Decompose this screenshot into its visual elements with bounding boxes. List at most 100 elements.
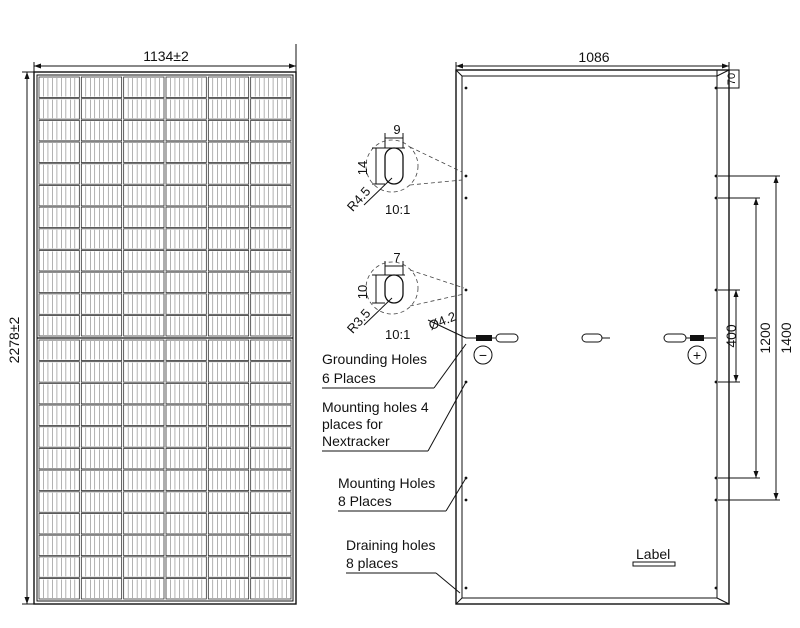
- solar-cell: [165, 119, 207, 142]
- front-view: 1134±2 2278±2: [6, 44, 297, 605]
- solar-cell: [207, 556, 250, 578]
- detail-bottom-height: 10: [355, 285, 370, 299]
- solar-cell: [165, 141, 207, 163]
- solar-cell: [165, 448, 207, 470]
- label-text: Label: [636, 546, 670, 562]
- solar-cell: [165, 250, 207, 272]
- grounding-hole-diameter: Ø4.2: [426, 309, 458, 333]
- solar-cell: [38, 513, 80, 535]
- solar-cell: [207, 185, 250, 207]
- solar-cell: [123, 228, 165, 250]
- solar-cell: [165, 98, 207, 120]
- solar-cell: [250, 141, 292, 163]
- solar-cell: [165, 76, 207, 98]
- solar-cell: [80, 382, 123, 405]
- solar-cell: [80, 293, 123, 315]
- detail-bottom-scale: 10:1: [385, 327, 410, 342]
- callout-grounding-line2: 6 Places: [322, 370, 376, 386]
- detail-bottom-slot: 7 10 R3.5 10:1 Ø4.2: [344, 250, 467, 342]
- solar-cell: [165, 185, 207, 207]
- solar-cell: [38, 534, 80, 557]
- solar-cell: [207, 404, 250, 426]
- dim-1200-label: 1200: [757, 322, 773, 353]
- solar-cell: [165, 228, 207, 250]
- solar-cell: [123, 448, 165, 470]
- solar-cell: [250, 250, 292, 272]
- solar-cell: [165, 315, 207, 337]
- solar-cell: [123, 98, 165, 120]
- solar-cell: [250, 469, 292, 491]
- solar-cells: [38, 76, 292, 600]
- solar-cell: [123, 141, 165, 163]
- solar-cell: [207, 513, 250, 535]
- solar-cell: [38, 361, 80, 383]
- solar-cell: [123, 556, 165, 578]
- rear-view: 1086 70 1400 1200: [455, 49, 794, 605]
- solar-cell: [123, 315, 165, 337]
- solar-cell: [80, 339, 123, 361]
- solar-cell: [38, 339, 80, 361]
- solar-cell: [207, 426, 250, 448]
- callout-mounting-line1: Mounting Holes: [338, 475, 435, 491]
- solar-cell: [165, 271, 207, 294]
- solar-cell: [250, 426, 292, 448]
- callout-nextracker-line3: Nextracker: [322, 433, 390, 449]
- solar-cell: [165, 556, 207, 578]
- solar-cell: [38, 163, 80, 185]
- solar-cell: [80, 448, 123, 470]
- solar-cell: [165, 513, 207, 535]
- plus-terminal: [687, 345, 707, 365]
- solar-cell: [250, 448, 292, 470]
- solar-cell: [123, 513, 165, 535]
- detail-bottom-radius: R3.5: [344, 306, 374, 336]
- solar-cell: [38, 556, 80, 578]
- solar-cell: [207, 206, 250, 228]
- solar-cell: [38, 98, 80, 120]
- callout-nextracker-line1: Mounting holes 4: [322, 399, 429, 415]
- solar-cell: [207, 315, 250, 337]
- solar-cell: [207, 163, 250, 185]
- solar-cell: [38, 578, 80, 600]
- solar-cell: [250, 404, 292, 426]
- solar-cell: [123, 119, 165, 142]
- solar-cell: [165, 426, 207, 448]
- solar-cell: [38, 119, 80, 142]
- solar-cell: [123, 185, 165, 207]
- solar-cell: [250, 119, 292, 142]
- solar-cell: [123, 271, 165, 294]
- solar-cell: [80, 534, 123, 557]
- solar-cell: [80, 556, 123, 578]
- solar-cell: [250, 578, 292, 600]
- detail-top-height: 14: [355, 161, 370, 175]
- detail-top-slot: 9 14 R4.5 10:1: [344, 122, 463, 217]
- solar-cell: [80, 98, 123, 120]
- solar-cell: [38, 271, 80, 294]
- solar-cell: [123, 250, 165, 272]
- solar-cell: [123, 76, 165, 98]
- solar-cell: [80, 578, 123, 600]
- solar-cell: [123, 163, 165, 185]
- solar-cell: [123, 293, 165, 315]
- solar-cell: [250, 382, 292, 405]
- solar-cell: [165, 293, 207, 315]
- solar-cell: [80, 491, 123, 513]
- solar-cell: [165, 163, 207, 185]
- solar-cell: [80, 426, 123, 448]
- solar-cell: [207, 361, 250, 383]
- solar-cell: [207, 271, 250, 294]
- rear-frame: [455, 69, 730, 605]
- junction-cables: [466, 333, 716, 343]
- solar-cell: [123, 404, 165, 426]
- solar-cell: [38, 426, 80, 448]
- callout-mounting-line2: 8 Places: [338, 493, 392, 509]
- solar-cell: [80, 361, 123, 383]
- solar-cell: [165, 578, 207, 600]
- solar-cell: [123, 361, 165, 383]
- detail-top-radius: R4.5: [344, 184, 374, 214]
- solar-cell: [165, 361, 207, 383]
- solar-cell: [38, 76, 80, 98]
- callout-draining-line2: 8 places: [346, 555, 398, 571]
- solar-cell: [165, 404, 207, 426]
- rear-width-label: 1086: [578, 49, 609, 65]
- solar-cell: [38, 382, 80, 405]
